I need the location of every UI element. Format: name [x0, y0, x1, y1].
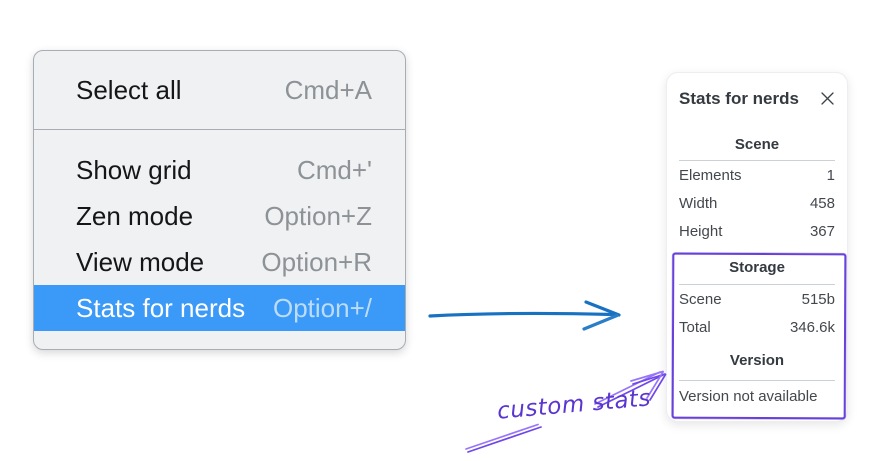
stat-value: 1	[826, 166, 835, 184]
menu-item-shortcut: Cmd+'	[296, 154, 372, 185]
menu-divider	[34, 129, 405, 130]
menu-item-stats-for-nerds[interactable]: Stats for nerds Option+/	[34, 285, 405, 331]
menu-item-label: Select all	[76, 74, 182, 105]
menu-item-shortcut: Cmd+A	[284, 74, 372, 105]
context-menu: Select all Cmd+A Show grid Cmd+' Zen mod…	[33, 50, 406, 350]
stat-row-width: Width 458	[679, 189, 835, 217]
version-note: Version not available	[679, 388, 818, 405]
panel-title: Stats for nerds	[679, 88, 799, 108]
section-heading-scene: Scene	[734, 136, 780, 153]
menu-item-show-grid[interactable]: Show grid Cmd+'	[34, 147, 405, 193]
stat-label: Width	[679, 194, 718, 212]
divider	[679, 284, 835, 285]
section-heading-storage: Storage	[729, 259, 785, 276]
stat-label: Total	[679, 318, 711, 336]
menu-item-shortcut: Option+R	[261, 246, 372, 277]
stat-label: Scene	[679, 290, 722, 308]
menu-item-shortcut: Option+Z	[264, 200, 372, 231]
menu-section-bottom: Show grid Cmd+' Zen mode Option+Z View m…	[34, 130, 405, 347]
stat-row-scene-storage: Scene 515b	[679, 285, 835, 313]
stat-row-height: Height 367	[679, 217, 835, 245]
stat-value: 458	[809, 194, 835, 212]
menu-item-label: Zen mode	[76, 200, 194, 231]
menu-item-label: Stats for nerds	[76, 292, 246, 323]
stat-label: Height	[679, 222, 723, 240]
menu-item-shortcut: Option+/	[272, 292, 372, 323]
menu-item-label: View mode	[76, 246, 205, 277]
menu-item-view-mode[interactable]: View mode Option+R	[34, 239, 405, 285]
stat-value: 367	[809, 222, 835, 240]
menu-item-zen-mode[interactable]: Zen mode Option+Z	[34, 193, 405, 239]
stat-row-total-storage: Total 346.6k	[679, 313, 835, 341]
section-heading-version: Version	[729, 352, 785, 369]
divider	[679, 380, 835, 381]
stat-label: Elements	[679, 166, 742, 184]
menu-item-select-all[interactable]: Select all Cmd+A	[34, 67, 405, 113]
custom-stats-annotation: custom stats	[496, 385, 652, 425]
close-icon[interactable]	[819, 91, 835, 107]
stat-value: 346.6k	[789, 318, 835, 336]
stats-for-nerds-panel: Stats for nerds Scene Elements 1 Width 4…	[666, 72, 848, 422]
menu-item-label: Show grid	[76, 154, 192, 185]
divider	[679, 160, 835, 161]
menu-section-top: Select all Cmd+A	[34, 51, 405, 129]
stat-row-elements: Elements 1	[679, 161, 835, 189]
stat-value: 515b	[801, 290, 835, 308]
